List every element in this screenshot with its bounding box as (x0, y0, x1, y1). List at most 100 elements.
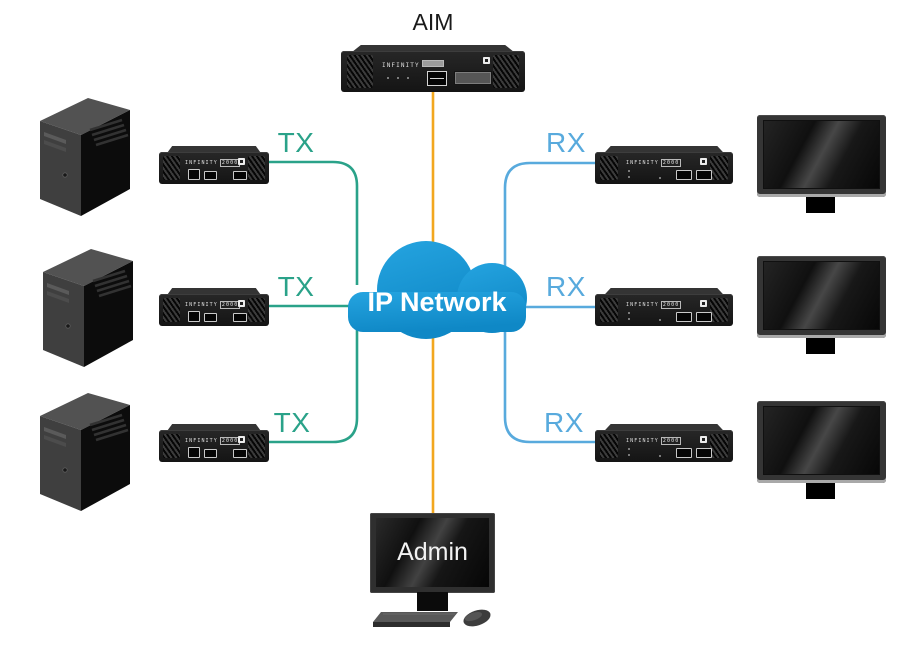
device-brand-label: INFINITY (382, 60, 444, 69)
vent-grille (347, 55, 373, 88)
tx1-line (268, 160, 359, 285)
server-tower-3 (40, 393, 130, 511)
vent-grille (248, 434, 265, 458)
brand-logo-icon (483, 57, 490, 64)
video-port (233, 313, 247, 322)
brand-logo-icon (700, 436, 707, 443)
vent-grille (163, 156, 180, 180)
tx1-label: TX (277, 127, 315, 158)
unit-top (167, 146, 261, 153)
power-led (659, 177, 661, 179)
admin-screen: Admin (376, 518, 489, 587)
vent-grille (600, 156, 618, 180)
rx1-label: RX (546, 127, 586, 158)
device-model: 2000 (660, 301, 682, 309)
vent-grille (163, 298, 180, 322)
monitor-screen (763, 120, 880, 189)
status-display (454, 71, 492, 85)
power-led (659, 319, 661, 321)
unit-top (604, 424, 724, 431)
monitor-2 (757, 256, 886, 338)
vent-grille (600, 298, 618, 322)
monitor-3-stand (806, 483, 835, 499)
unit-top (167, 288, 261, 295)
unit-top (604, 288, 724, 295)
headphone-icon (387, 77, 389, 79)
rx1-line (503, 161, 595, 285)
vent-grille (710, 434, 728, 458)
speaker-icon (407, 77, 409, 79)
cloud-label: IP Network (367, 287, 507, 317)
ethernet-port (188, 169, 200, 180)
status-led (628, 318, 630, 320)
ethernet-port (188, 447, 200, 458)
brand-logo-icon (238, 158, 245, 165)
power-led (659, 455, 661, 457)
monitor-3 (757, 401, 886, 483)
vent-grille (248, 298, 265, 322)
monitor-1 (757, 115, 886, 197)
tx3-line (268, 320, 359, 444)
admin-label: Admin (397, 538, 468, 566)
device-model: 2000 (660, 159, 682, 167)
sfp-port (204, 449, 217, 458)
brand-logo-icon (238, 436, 245, 443)
aim-unit-body: INFINITY (341, 51, 525, 92)
rx3-label: RX (544, 407, 584, 438)
vent-grille (710, 156, 728, 180)
keyboard (373, 612, 458, 627)
aim-title: AIM (412, 9, 454, 35)
status-led (628, 454, 630, 456)
vent-grille (248, 156, 265, 180)
tx3-label: TX (273, 407, 311, 438)
admin-monitor-stand (417, 592, 448, 611)
status-led (628, 312, 630, 314)
rx3-line (503, 320, 595, 444)
ethernet-port (188, 311, 200, 322)
sfp-port (204, 313, 217, 322)
monitor-1-stand (806, 197, 835, 213)
brand-logo-icon (700, 158, 707, 165)
aim-unit-top (352, 45, 514, 52)
unit-top (167, 424, 261, 431)
usb-icon (397, 77, 399, 79)
rx2-label: RX (546, 271, 586, 302)
device-model-box (421, 60, 444, 67)
device-model: 2000 (660, 437, 682, 445)
video-port (233, 449, 247, 458)
hdmi-port (696, 170, 712, 180)
tx2-label: TX (277, 271, 315, 302)
hdmi-port (676, 170, 692, 180)
hdmi-port (676, 448, 692, 458)
hdmi-port (696, 312, 712, 322)
brand-logo-icon (700, 300, 707, 307)
unit-top (604, 146, 724, 153)
server-tower-1 (40, 98, 130, 216)
hdmi-port (676, 312, 692, 322)
admin-monitor: Admin (370, 513, 495, 593)
aim-unit: INFINITY (341, 45, 525, 92)
vent-grille (163, 434, 180, 458)
status-led (628, 170, 630, 172)
status-led (628, 448, 630, 450)
monitor-screen (763, 406, 880, 475)
status-led (628, 176, 630, 178)
vent-grille (710, 298, 728, 322)
monitor-screen (763, 261, 880, 330)
usb-port (427, 71, 447, 86)
